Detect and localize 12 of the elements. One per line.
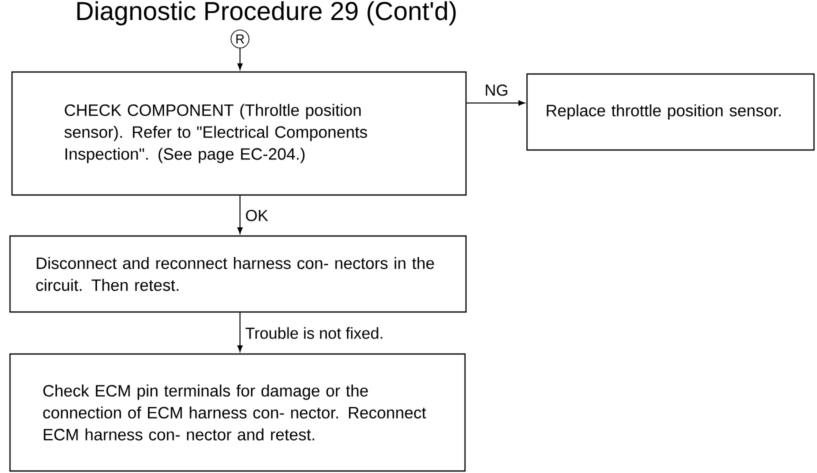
title: Diagnostic Procedure 29 (Cont'd): [77, 1, 456, 26]
arrow: [466, 100, 525, 106]
arrow: [237, 312, 243, 352]
step-box: Check ECM pin terminals for damage or the connection of ECM harness con- nector. Reconnect ECM harness con- nector and retest.: [9, 353, 466, 472]
edge-label: Trouble is not fixed.: [244, 326, 385, 340]
step-box: Disconnect and reconnect harness con- nectors in the circuit. Then retest.: [9, 235, 467, 313]
edge-label: OK: [244, 208, 270, 222]
step-box: Replace throttle position sensor.: [526, 73, 815, 151]
arrow: [237, 195, 243, 234]
arrow: [237, 48, 243, 70]
edge-label: NG: [484, 84, 510, 97]
step-box: CHECK COMPONENT (Throltle position sensor). Refer to "Electrical Components Inspection". (See page EC-204.): [11, 71, 467, 196]
